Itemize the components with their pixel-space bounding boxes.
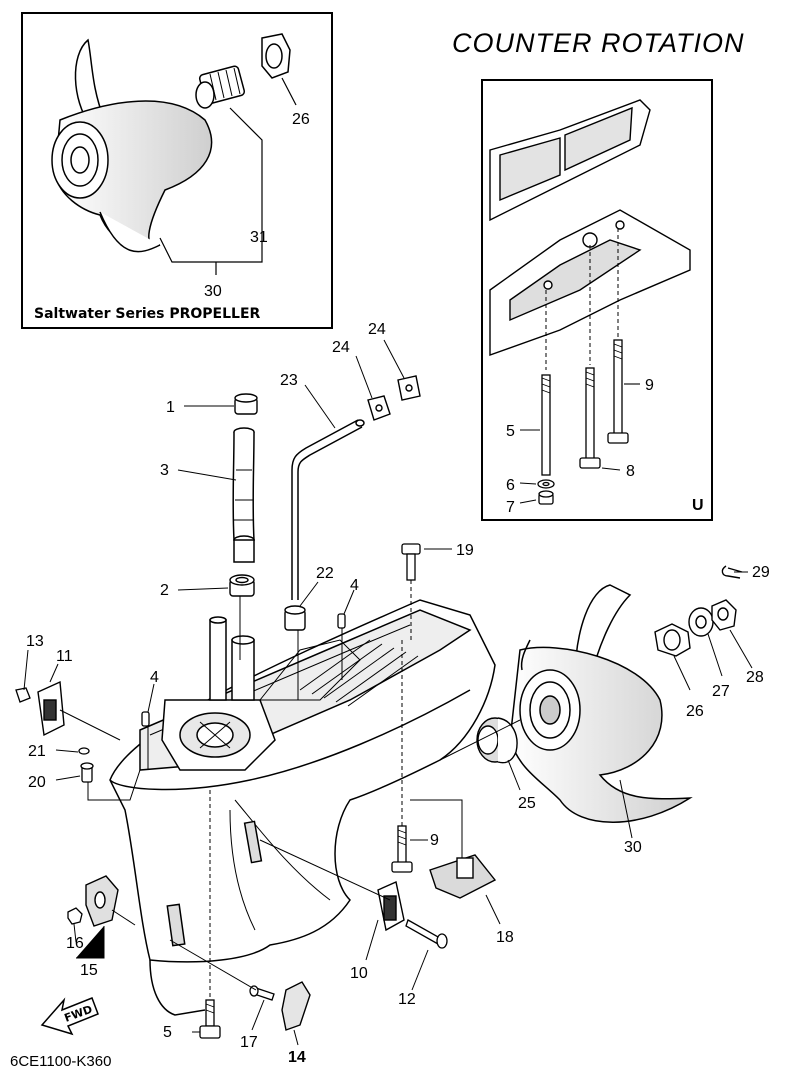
inset-marker-u: U: [692, 497, 704, 514]
callout-3: 3: [160, 462, 169, 479]
bolt-5-main: [199, 999, 221, 1039]
inset-propeller: [51, 38, 213, 253]
shift-rod-23: [291, 419, 365, 600]
inset-frame: [21, 12, 333, 329]
counter-rotation-inset: 5 6 7 8 9 U: [481, 79, 713, 521]
callout-19: 19: [456, 542, 474, 559]
inset-spline-sleeve: [195, 65, 246, 109]
screw-17: [249, 985, 275, 1001]
callout-30-inset: 30: [204, 283, 222, 300]
diagram-title: COUNTER ROTATION: [452, 28, 745, 58]
spacer-26: [654, 623, 691, 657]
anode-18: [429, 854, 497, 899]
inset-caption: Saltwater Series PROPELLER: [34, 306, 261, 322]
callout-7: 7: [506, 499, 515, 516]
callout-30-main: 30: [624, 839, 642, 856]
fitting-20: [80, 762, 94, 783]
dowel-pin-4b: [337, 613, 346, 629]
drawing-code: 6CE1100-K360: [10, 1053, 111, 1070]
callout-21: 21: [28, 743, 46, 760]
main-leaders: [59, 580, 521, 1000]
fwd-arrow: FWD: [40, 997, 99, 1036]
clip-24a: [367, 395, 391, 421]
callout-15: 15: [80, 962, 98, 979]
washer-27: [688, 607, 714, 637]
callout-leaders: [23, 339, 753, 1046]
callout-26-main: 26: [686, 703, 704, 720]
saltwater-propeller-inset: 26 31 30 Saltwater Series PROPELLER: [21, 12, 333, 329]
callout-9-main: 9: [430, 832, 439, 849]
dowel-pin-4a: [141, 711, 150, 727]
callout-27: 27: [712, 683, 730, 700]
callout-18: 18: [496, 929, 514, 946]
grommet-1: [234, 393, 258, 415]
inset-centerlines: [545, 228, 619, 370]
callout-2: 2: [160, 582, 169, 599]
cover-11: [37, 680, 65, 737]
callout-20: 20: [28, 774, 46, 791]
inset-bolts: [537, 339, 629, 505]
washer-21: [78, 747, 90, 755]
callout-26-inset: 26: [292, 111, 310, 128]
bolt-19: [401, 543, 421, 581]
callout-14: 14: [288, 1049, 306, 1066]
inset-frame-right: [481, 79, 713, 521]
nut-16: [67, 907, 83, 925]
callout-labels: 1 2 3 4 4 5 9 10 11 12 13 14 15 16 17 18…: [26, 321, 770, 1066]
callout-24a: 24: [332, 339, 350, 356]
callout-29: 29: [752, 564, 770, 581]
anode-15: [85, 875, 119, 927]
inset-spacer: [261, 33, 291, 79]
callout-28: 28: [746, 669, 764, 686]
callout-22: 22: [316, 565, 334, 582]
callout-4b: 4: [350, 577, 359, 594]
callout-24b: 24: [368, 321, 386, 338]
inset-leader: [159, 107, 263, 263]
screw-12: [405, 919, 448, 949]
callout-5-main: 5: [163, 1024, 172, 1041]
callout-5-inset: 5: [506, 423, 515, 440]
callout-13: 13: [26, 633, 44, 650]
thrust-bushing: [476, 717, 518, 764]
bolt-13: [15, 687, 31, 703]
cover-10: [377, 881, 405, 932]
callout-23: 23: [280, 372, 298, 389]
callout-10: 10: [350, 965, 368, 982]
callout-8: 8: [626, 463, 635, 480]
callout-4a: 4: [150, 669, 159, 686]
callout-1: 1: [166, 399, 175, 416]
cover-14: [281, 981, 311, 1031]
callout-11: 11: [56, 648, 73, 665]
callout-12: 12: [398, 991, 416, 1008]
bolt-9-main: [391, 825, 413, 873]
grommet-2: [229, 574, 255, 597]
inset-leader: [281, 77, 297, 106]
main-propeller: [509, 584, 693, 823]
cotter-pin-29: [721, 565, 743, 579]
callout-16: 16: [66, 935, 84, 952]
grommet-22: [284, 605, 306, 631]
water-tube-3: [232, 427, 255, 563]
clip-24b: [397, 375, 421, 401]
callout-6: 6: [506, 477, 515, 494]
callout-31: 31: [250, 229, 268, 246]
inset-leaders: [519, 383, 640, 504]
nut-28: [711, 599, 737, 631]
callout-17: 17: [240, 1034, 258, 1051]
callout-25: 25: [518, 795, 536, 812]
callout-9-inset: 9: [645, 377, 654, 394]
lower-case: [109, 599, 496, 1016]
